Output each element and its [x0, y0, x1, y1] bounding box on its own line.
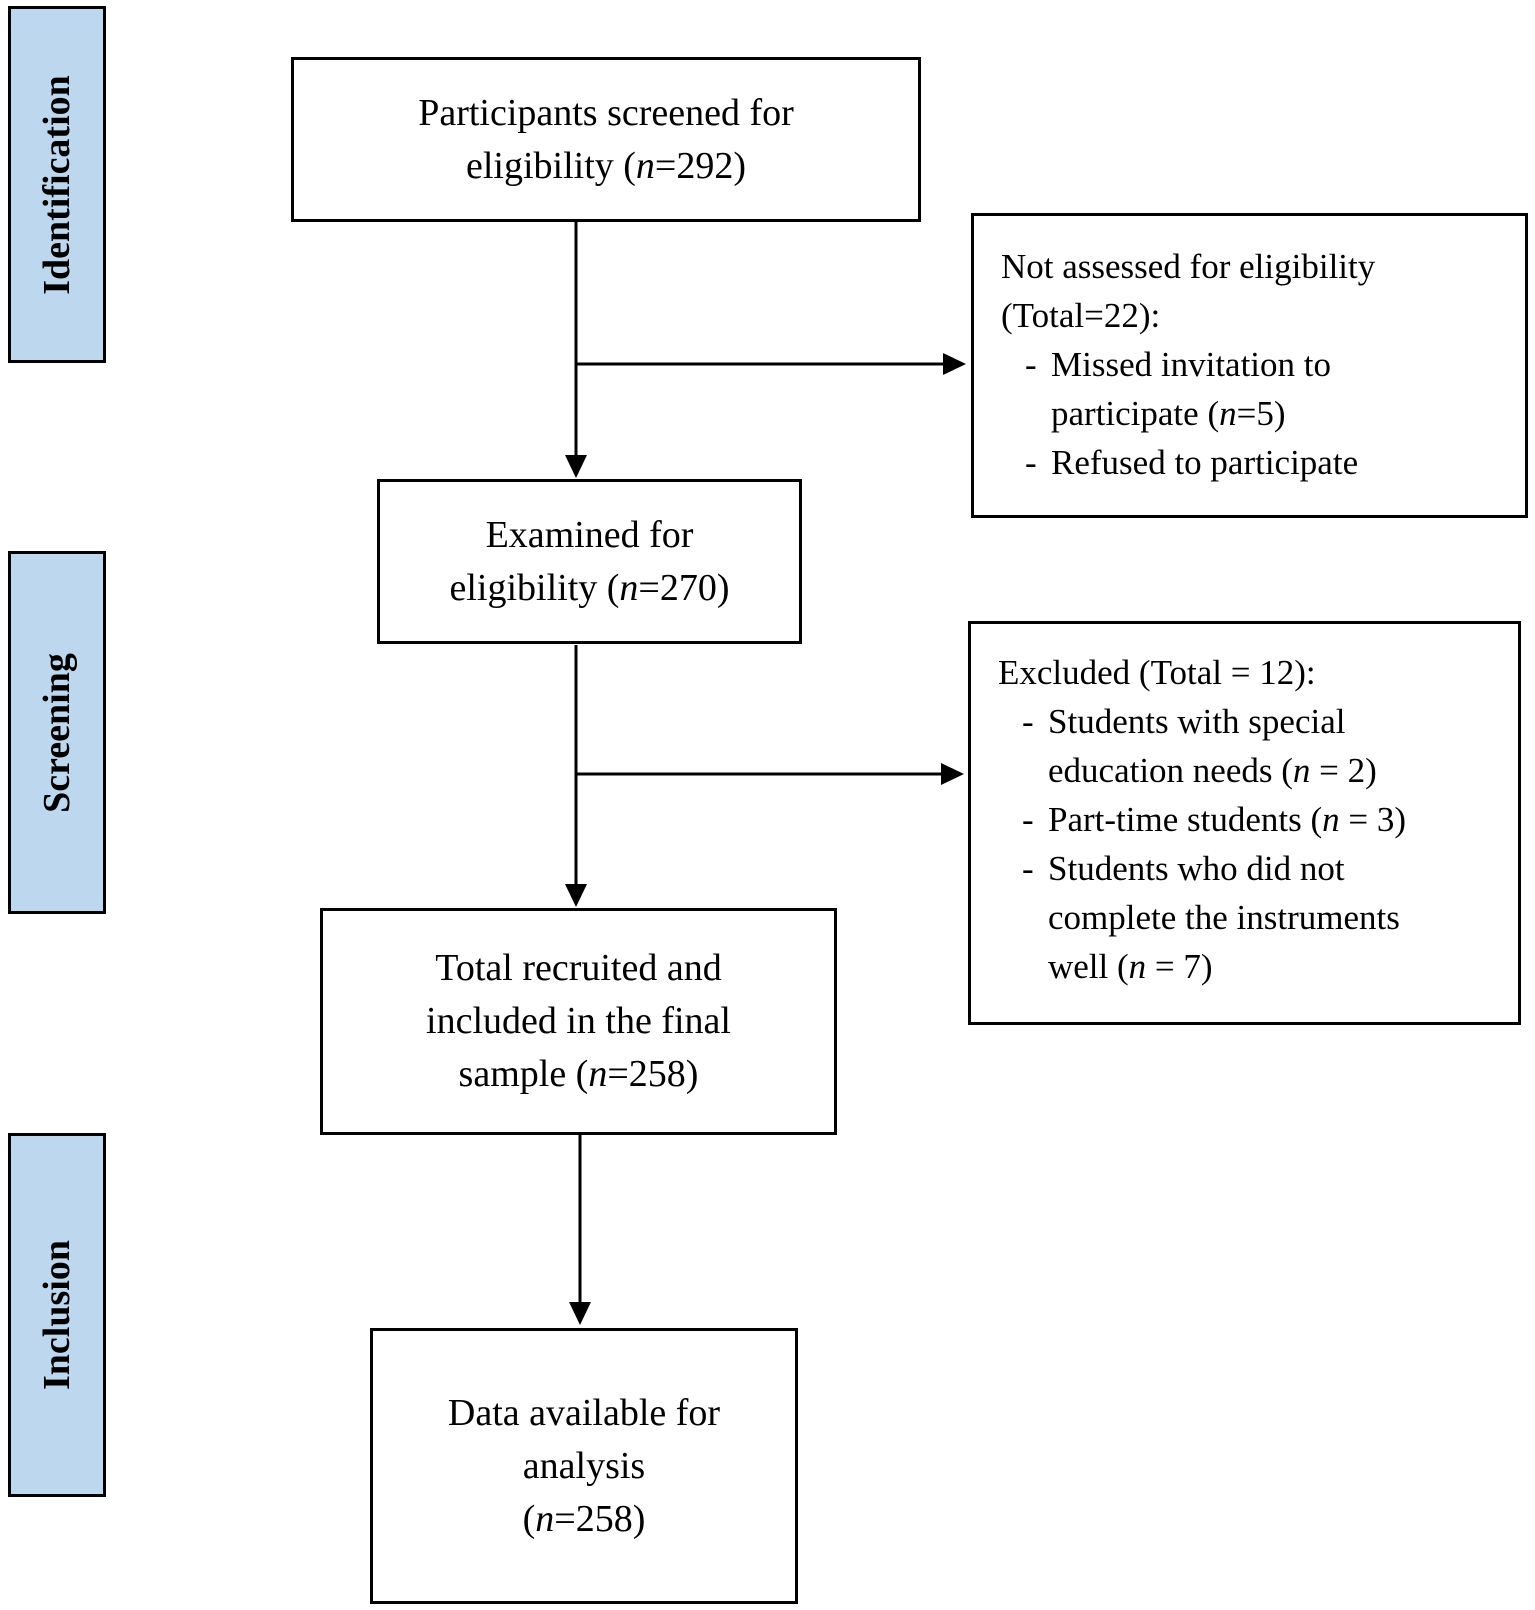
not-assessed-header1: Not assessed for eligibility — [1001, 247, 1376, 286]
analysis-line2: analysis — [522, 1444, 646, 1487]
not-assessed-header2: (Total=22): — [1001, 296, 1161, 335]
arrowhead-excluded — [941, 763, 964, 785]
box-total-recruited: Total recruited and included in the fina… — [320, 908, 837, 1135]
analysis-line3: (n=258) — [522, 1497, 646, 1540]
arrowhead-examined — [565, 455, 587, 478]
arrowhead-not-assessed — [943, 353, 966, 375]
not-assessed-item-missed: - Missed invitation to participate (n=5) — [1025, 345, 1331, 433]
analysis-line1: Data available for — [447, 1391, 721, 1434]
recruited-line3: sample (n=258) — [458, 1053, 699, 1095]
phase-inclusion: Inclusion — [8, 1133, 106, 1497]
box-excluded: Excluded (Total = 12): - Students with s… — [968, 621, 1521, 1025]
screened-line2: eligibility (n=292) — [465, 144, 747, 187]
recruited-line1: Total recruited and — [435, 947, 722, 989]
arrowhead-analysis — [569, 1302, 591, 1325]
excluded-item-incomplete: - Students who did not complete the inst… — [1022, 849, 1400, 986]
box-not-assessed: Not assessed for eligibility (Total=22):… — [971, 213, 1528, 518]
box-participants-screened: Participants screened for eligibility (n… — [291, 57, 921, 222]
excluded-item-special-needs: - Students with special education needs … — [1022, 702, 1377, 790]
arrowhead-recruited — [565, 884, 587, 907]
examined-line1: Examined for — [485, 513, 694, 556]
phase-screening: Screening — [8, 551, 106, 914]
examined-line2: eligibility (n=270) — [449, 566, 730, 609]
not-assessed-item-refused: - Refused to participate — [1025, 443, 1359, 482]
screened-line1: Participants screened for — [418, 91, 794, 134]
phase-identification: Identification — [8, 6, 106, 363]
recruited-line2: included in the final — [426, 1000, 731, 1042]
excluded-item-part-time: - Part-time students (n = 3) — [1022, 800, 1407, 839]
box-data-available: Data available for analysis (n=258) — [370, 1328, 798, 1604]
box-examined-eligibility: Examined for eligibility (n=270) — [377, 479, 802, 644]
excluded-header: Excluded (Total = 12): — [998, 653, 1316, 692]
